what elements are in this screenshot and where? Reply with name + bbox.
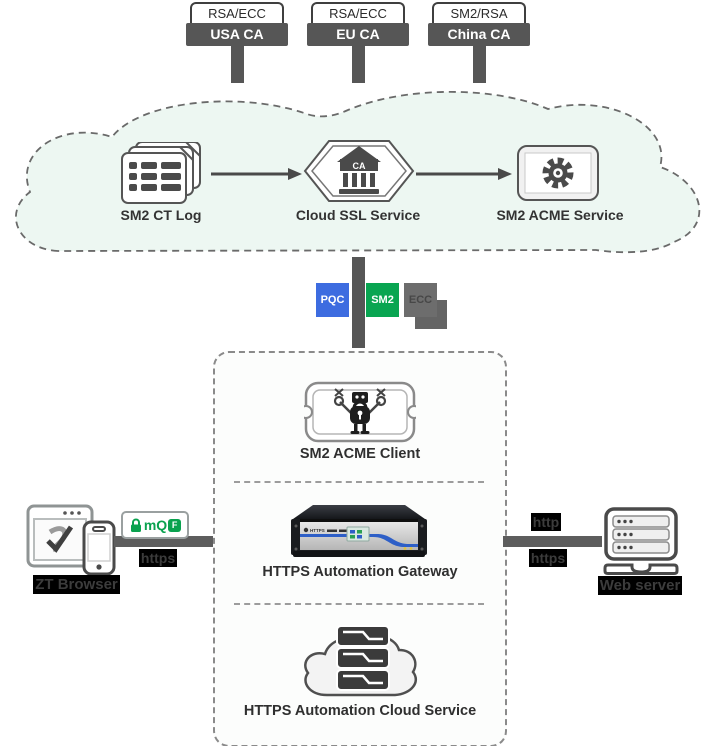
ca-sign-post — [230, 46, 244, 83]
ca-algorithms-label: RSA/ECC — [190, 2, 284, 23]
ca-building-text: CA — [353, 161, 366, 171]
ca-sign-eu: RSA/ECC EU CA — [307, 2, 409, 83]
web-server-label-wrap: Web server — [592, 576, 688, 595]
box-to-server-connector — [503, 536, 602, 547]
browser-to-box-connector — [114, 536, 213, 547]
gateway-appliance-icon: HTTPS — [291, 505, 427, 557]
ca-name-label: USA CA — [186, 23, 288, 46]
ca-algorithms-label: SM2/RSA — [432, 2, 526, 23]
right-http-label: http — [530, 513, 562, 531]
arrow-ssl-to-acme-icon — [416, 168, 512, 180]
address-bar-badge-letter: F — [168, 518, 182, 532]
ca-building-hexagon-icon: CA — [303, 140, 415, 202]
green-lock-icon — [130, 518, 141, 532]
right-http-label-wrap: http — [520, 513, 572, 532]
ca-sign-china: SM2/RSA China CA — [428, 2, 530, 83]
left-https-label-wrap: https — [128, 549, 188, 568]
gateway-panel-text: HTTPS — [310, 528, 325, 533]
ca-algorithms-label: RSA/ECC — [311, 2, 405, 23]
acme-robot-icon — [304, 381, 416, 443]
cloud-servers-icon — [304, 625, 418, 697]
ct-log-documents-icon — [121, 142, 201, 204]
ca-sign-usa: RSA/ECC USA CA — [186, 2, 288, 83]
https-automation-gateway-label: HTTPS Automation Gateway — [262, 564, 458, 580]
cloud-ssl-service-label: Cloud SSL Service — [295, 207, 421, 223]
address-bar-letters: mQ — [143, 517, 168, 533]
ca-name-label: China CA — [428, 23, 530, 46]
pqc-badge: PQC — [316, 283, 349, 317]
web-server-icon — [603, 507, 679, 575]
left-https-label: https — [138, 549, 178, 567]
zt-browser-label-wrap: ZT Browser — [24, 575, 129, 594]
zt-browser-label: ZT Browser — [33, 575, 120, 594]
address-bar-security-badge: mQ F — [121, 511, 189, 539]
right-https-label: https — [528, 549, 568, 567]
automation-box: SM2 ACME Client HTTPS — [213, 351, 507, 746]
ct-log-label: SM2 CT Log — [120, 207, 202, 223]
ecc-badge: ECC — [404, 283, 437, 317]
arrow-ctlog-to-ssl-icon — [211, 168, 302, 180]
https-automation-cloud-service-label: HTTPS Automation Cloud Service — [243, 703, 477, 719]
gear-tablet-icon — [517, 145, 599, 201]
zt-browser-phone-icon — [26, 504, 116, 576]
web-server-label: Web server — [597, 576, 683, 595]
section-divider — [234, 481, 484, 483]
right-https-label-wrap: https — [520, 549, 576, 568]
cloud-to-box-connector — [352, 257, 365, 348]
section-divider — [234, 603, 484, 605]
ca-sign-post — [351, 46, 365, 83]
sm2-acme-client-label: SM2 ACME Client — [299, 446, 421, 462]
sm2-badge: SM2 — [366, 283, 399, 317]
ca-name-label: EU CA — [307, 23, 409, 46]
robot-figure-icon — [333, 388, 387, 434]
ca-sign-post — [472, 46, 486, 83]
sm2-acme-service-label: SM2 ACME Service — [496, 207, 624, 223]
